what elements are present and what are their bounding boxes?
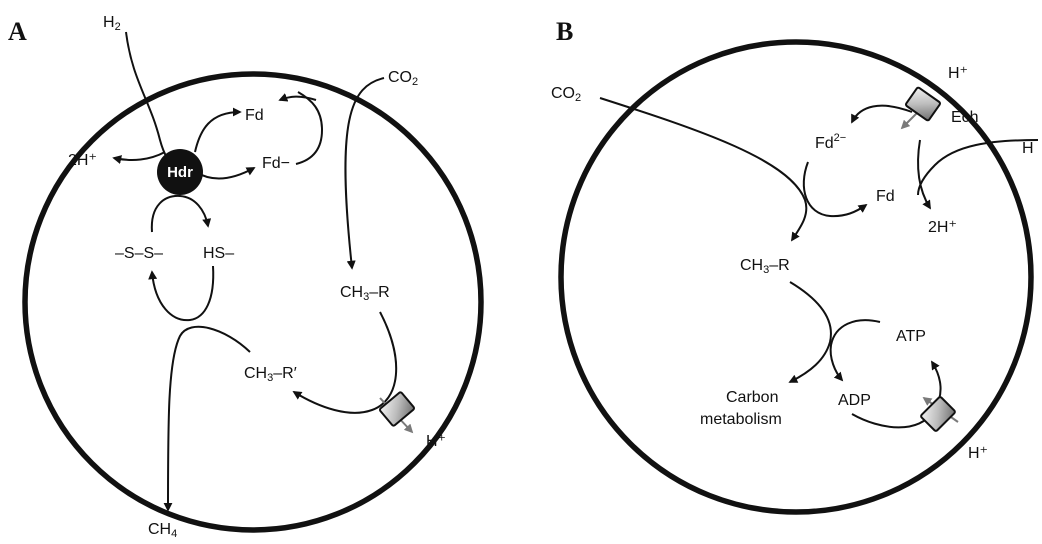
panel-b: B CO2 Fd2− H Fd 2H⁺ H⁺ Ech CH3–R ATP ADP… (551, 17, 1039, 515)
fd-reoxidation-arrow-b (802, 161, 868, 218)
ch3r-prime-label: CH3–R′ (244, 365, 297, 384)
atp-synthase-transporter (920, 396, 956, 432)
fd-oxidation-arrow-a (194, 107, 242, 153)
ch4-label: CH4 (148, 521, 177, 540)
co2-label-b: CO2 (551, 85, 581, 104)
fd-return-arrow-a (278, 93, 317, 102)
disulfide-label: –S–S– (115, 245, 163, 262)
metabolism-label: metabolism (700, 411, 782, 428)
two-h-plus-label-b: 2H⁺ (928, 219, 957, 236)
disulfide-reduction-arrow (150, 194, 212, 233)
h2-flow-a (125, 31, 179, 173)
two-h-plus-label-a: 2H⁺ (68, 152, 97, 169)
proton-import-arrow-b (900, 111, 919, 130)
h-plus-label-b-top: H⁺ (948, 65, 968, 82)
methyltransferase-transporter (379, 391, 415, 427)
ech-reduction-arrow (851, 104, 913, 124)
panel-a: A H2 2H⁺ Fd Fd− Hdr –S–S– HS– CH4 CO2 CH… (8, 14, 484, 540)
panel-b-letter: B (556, 17, 573, 46)
fd-reduction-arrow-a (195, 167, 256, 180)
methane-release-arrow (163, 325, 251, 512)
thiol-oxidation-arrow (148, 265, 215, 322)
adp-label: ADP (838, 392, 871, 409)
hdr-enzyme-node (157, 149, 203, 195)
ch3r-label-b: CH3–R (740, 257, 790, 276)
co2-label-a: CO2 (388, 69, 418, 88)
cell-a-membrane (22, 71, 484, 533)
methyl-transfer-arrow (292, 311, 398, 414)
fd2minus-label: Fd2− (815, 132, 846, 152)
h2-label-b: H (1022, 140, 1034, 157)
h2-flow-b (917, 139, 1039, 196)
co2-reduction-arrow-a (344, 77, 385, 270)
proton-release-arrow-b (917, 139, 931, 210)
carbon-assimilation-arrow (788, 281, 832, 383)
h2-label-a: H2 (103, 14, 121, 33)
panel-a-letter: A (8, 17, 27, 46)
fd-label-b: Fd (876, 188, 895, 205)
atp-hydrolysis-arrow (829, 319, 881, 382)
thiol-label: HS– (203, 245, 234, 262)
ch3r-label-a: CH3–R (340, 284, 390, 303)
proton-release-arrow-a (112, 151, 166, 164)
fd-minus-label-a: Fd− (262, 155, 290, 172)
atp-label: ATP (896, 328, 926, 345)
fd-label-a: Fd (245, 107, 264, 124)
h-plus-label-a: H⁺ (426, 433, 446, 450)
carbon-label: Carbon (726, 389, 778, 406)
co2-reduction-arrow-b (599, 97, 808, 242)
hdr-label: Hdr (167, 164, 193, 181)
cell-b-membrane (558, 39, 1034, 515)
fd-supply-curve-a (295, 91, 324, 165)
ech-label: Ech (951, 109, 979, 126)
ech-transporter (905, 86, 941, 122)
h-plus-label-b-bottom: H⁺ (968, 445, 988, 462)
